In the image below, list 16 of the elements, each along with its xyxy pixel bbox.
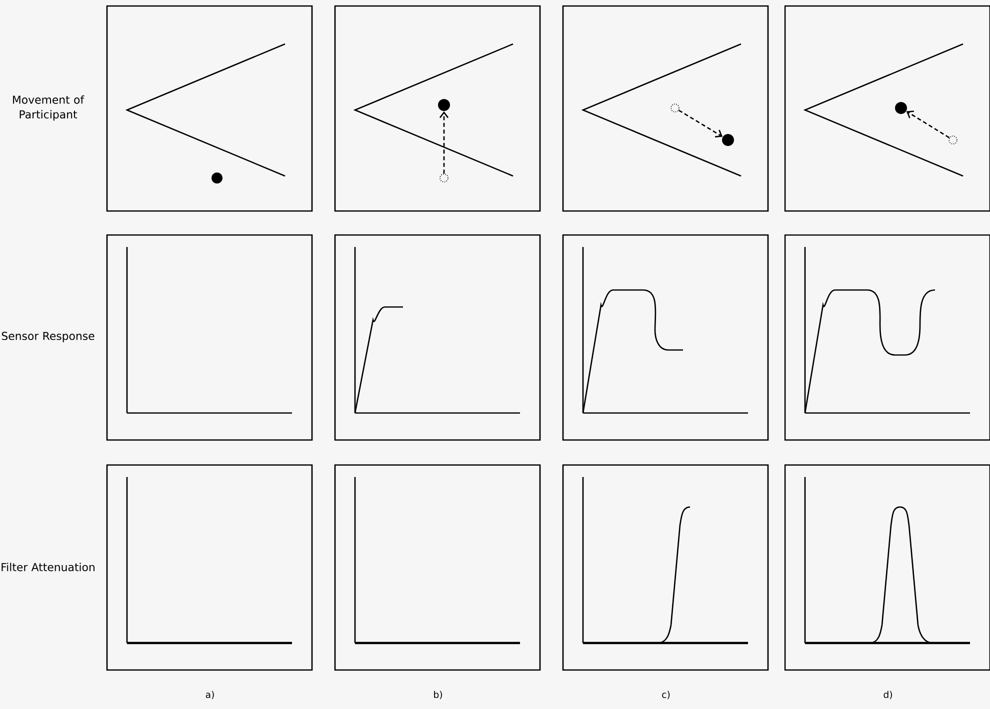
- dot: [895, 102, 907, 114]
- arrow: [678, 110, 723, 138]
- row-label: Sensor Response: [2, 332, 94, 342]
- panel-label: b): [434, 690, 442, 700]
- dot: [722, 134, 734, 146]
- arrow: [439, 111, 449, 174]
- panel-label: a): [206, 690, 214, 700]
- dotted-circle: [670, 104, 680, 112]
- panel-label: d): [884, 690, 892, 700]
- dotted-circle: [440, 174, 448, 182]
- panel-label: c): [662, 690, 670, 700]
- dot: [438, 99, 450, 111]
- row-label: Movement of Participant: [13, 95, 84, 121]
- arrow: [906, 110, 950, 138]
- dotted-circle: [948, 136, 958, 144]
- row-label: Filter Attenuation: [2, 562, 94, 572]
